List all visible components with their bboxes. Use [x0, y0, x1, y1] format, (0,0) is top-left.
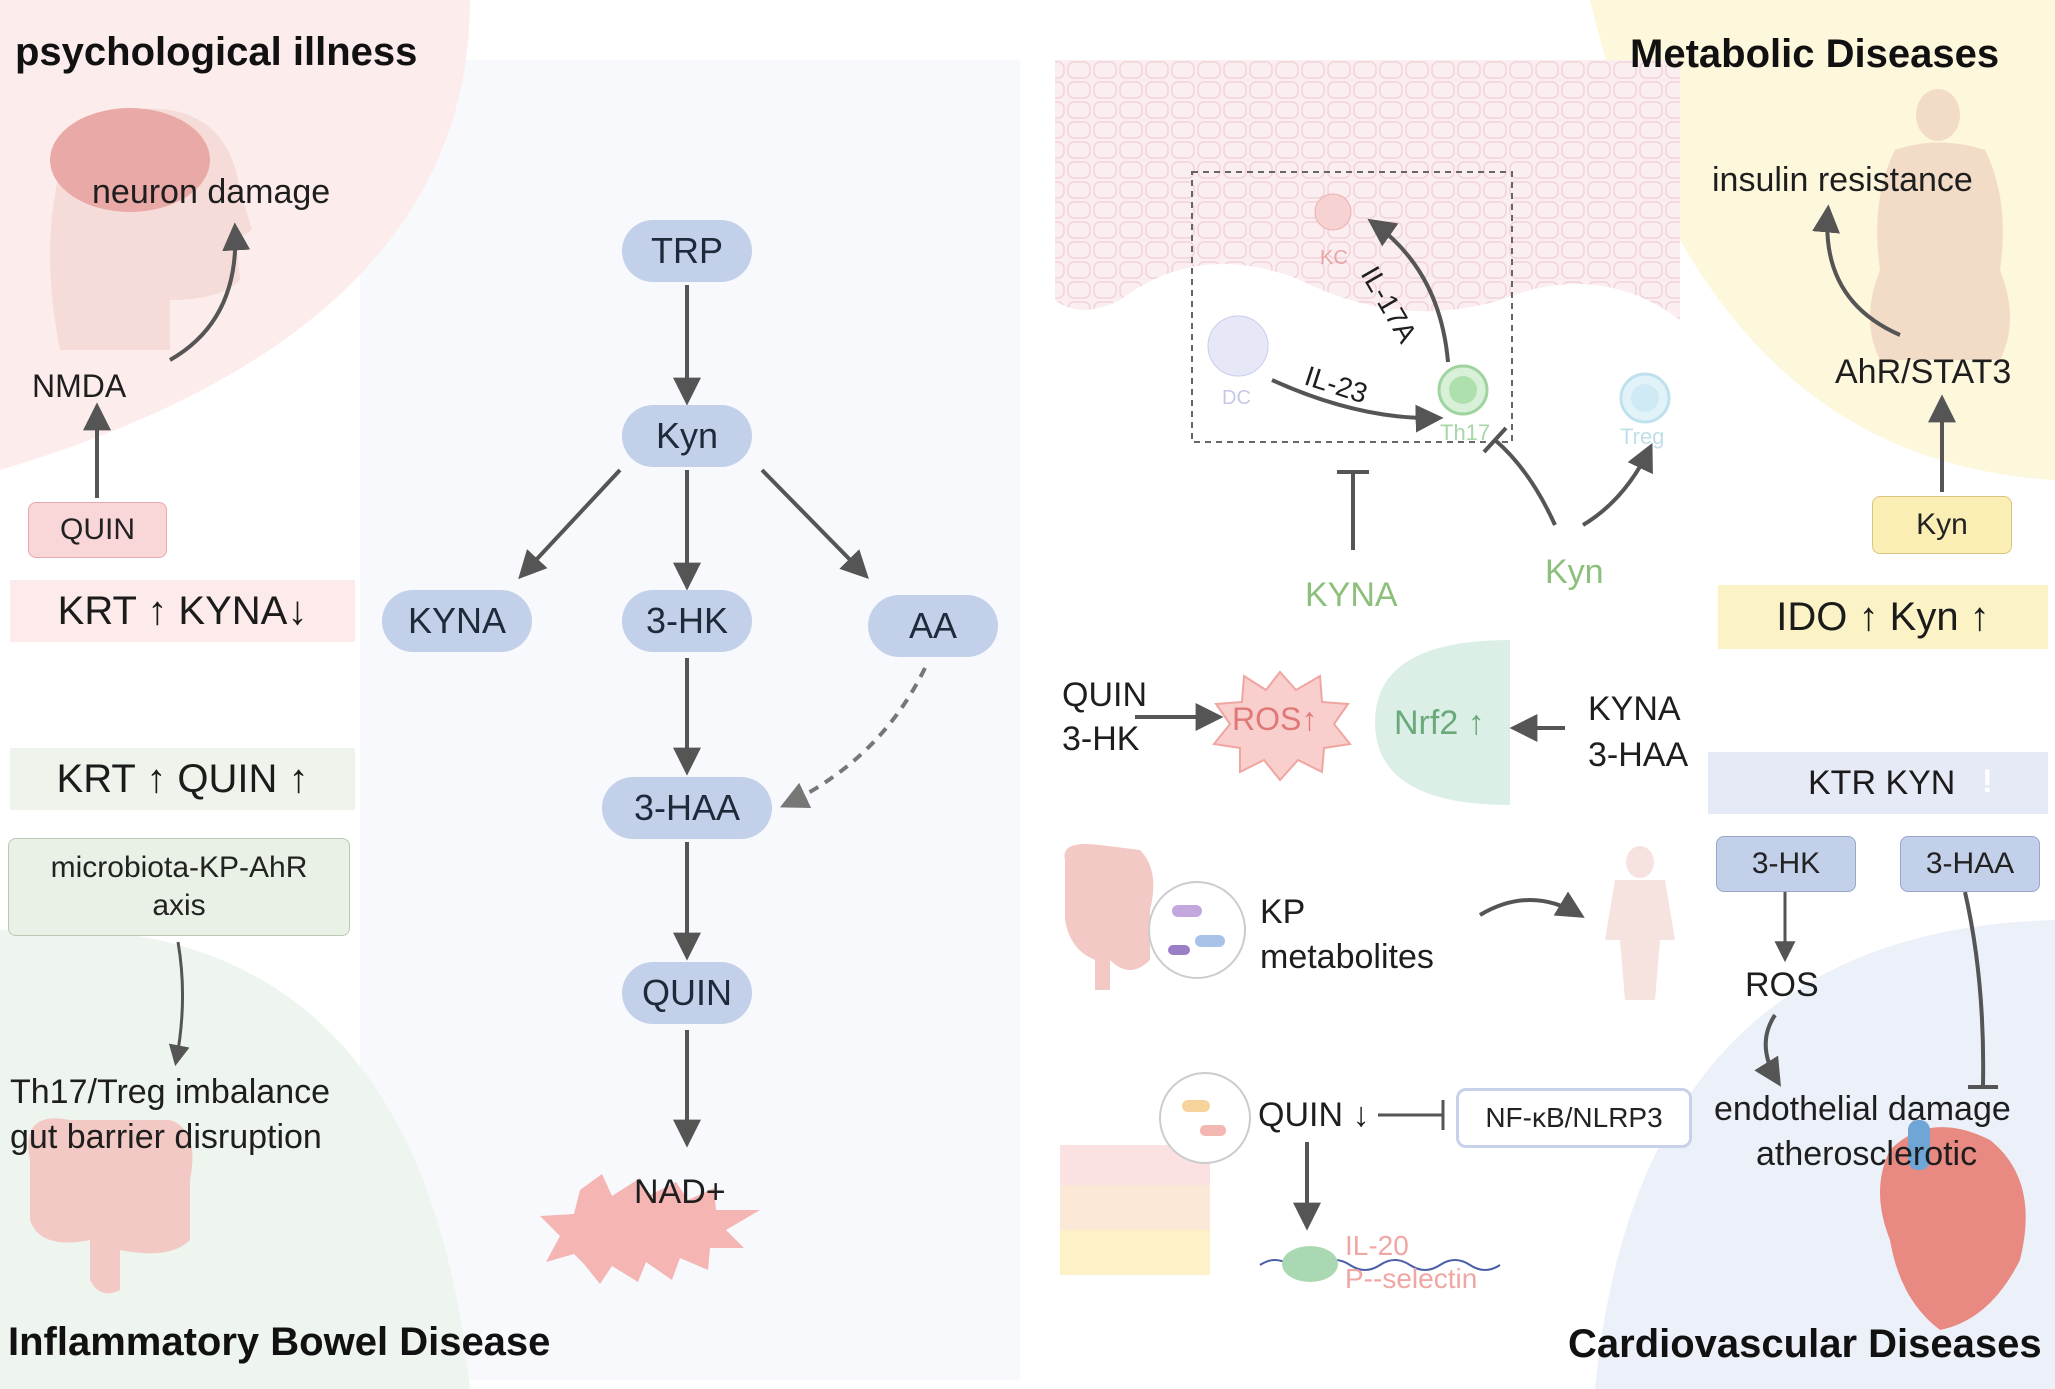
- label-gut-barrier: gut barrier disruption: [10, 1118, 322, 1156]
- title-cardiovascular-diseases: Cardiovascular Diseases: [1568, 1322, 2042, 1366]
- node-quin: QUIN: [622, 962, 752, 1024]
- node-kyn: Kyn: [622, 405, 752, 467]
- label-il20: IL-20: [1345, 1230, 1409, 1261]
- aorta-icon: [1908, 1120, 1930, 1170]
- kyn-to-treg-arrow: [1581, 442, 1653, 527]
- intestine-icon-ibd: [28, 1118, 193, 1294]
- label-kp: KP: [1260, 893, 1306, 931]
- label-endothelial-damage: endothelial damage: [1714, 1090, 2011, 1128]
- box-kyn-metabolic: Kyn: [1872, 496, 2012, 554]
- node-3haa: 3-HAA: [602, 777, 772, 839]
- skin-inset-box: [1191, 171, 1513, 443]
- il23-arrow: [1271, 378, 1444, 433]
- alert-icon: !: [1982, 763, 1993, 799]
- il17a-arrow: [1367, 218, 1450, 363]
- nad-starburst: [540, 1174, 760, 1284]
- box-quin-psych: QUIN: [28, 502, 167, 558]
- stat-krt-kyna: KRT ↑ KYNA↓: [10, 580, 355, 642]
- label-ros-cardio: ROS: [1745, 966, 1819, 1004]
- ros-starburst: [1212, 670, 1352, 782]
- title-psychological-illness: psychological illness: [15, 30, 418, 74]
- 3haa-inhibit-endothelial: [1963, 891, 1986, 1086]
- stat-ktr-kyn: KTR KYN: [1708, 752, 2048, 814]
- human-head-faint: [1626, 846, 1654, 878]
- stat-krt-quin: KRT ↑ QUIN ↑: [10, 748, 355, 810]
- microbes-icon-gut: [1148, 881, 1246, 979]
- intestine-icon-gut: [1064, 844, 1154, 990]
- label-quin-oxid: QUIN: [1062, 676, 1147, 714]
- axis-line-1: microbiota-KP-AhR: [50, 851, 308, 884]
- axis-to-imbalance-arrow: [168, 941, 190, 1067]
- microbes-icon-skin: [1159, 1072, 1251, 1164]
- gut-to-body-arrow: [1478, 891, 1585, 918]
- label-atherosclerotic: atherosclerotic: [1756, 1135, 1978, 1173]
- label-th17: Th17: [1440, 420, 1491, 445]
- label-p-selectin: P--selectin: [1345, 1263, 1478, 1294]
- nmda-to-neuron-arrow: [169, 222, 251, 362]
- label-3hk-oxid: 3-HK: [1062, 720, 1140, 758]
- heart-icon: [1880, 1127, 2026, 1330]
- kyn-inhibit-th17: [1493, 438, 1557, 526]
- node-nad: NAD+: [634, 1173, 726, 1211]
- nrf2-shape: [1375, 640, 1510, 805]
- box-microbiota-axis: microbiota-KP-AhR axis: [8, 838, 350, 936]
- label-kc: KC: [1320, 247, 1348, 269]
- kc-cell: [1314, 193, 1352, 231]
- box-3hk-cardio: 3-HK: [1716, 836, 1856, 892]
- node-trp: TRP: [622, 220, 752, 282]
- label-metabolites: metabolites: [1260, 938, 1434, 976]
- label-3haa-oxid: 3-HAA: [1588, 736, 1689, 774]
- dc-cell: [1207, 315, 1269, 377]
- stat-ido-kyn: IDO ↑ Kyn ↑: [1718, 585, 2048, 649]
- node-aa: AA: [868, 595, 998, 657]
- body-head: [1916, 89, 1960, 141]
- ros-to-endothelial-arrow: [1754, 1013, 1781, 1087]
- brain-icon: [50, 108, 210, 212]
- green-blob: [1282, 1246, 1338, 1282]
- label-ahr-stat3: AhR/STAT3: [1835, 353, 2012, 391]
- label-nrf2: Nrf2 ↑: [1394, 704, 1485, 742]
- label-treg: Treg: [1620, 424, 1665, 449]
- aa-to-3haa-dashed: [779, 667, 927, 809]
- title-metabolic-diseases: Metabolic Diseases: [1630, 32, 2000, 76]
- title-ibd: Inflammatory Bowel Disease: [8, 1320, 551, 1364]
- skin-tissue: [1055, 60, 1680, 320]
- label-dc: DC: [1222, 387, 1251, 409]
- label-insulin-resistance: insulin resistance: [1712, 161, 1973, 199]
- label-kyna-oxid: KYNA: [1588, 690, 1681, 728]
- label-neuron-damage: neuron damage: [92, 173, 331, 211]
- label-nmda: NMDA: [32, 368, 127, 404]
- body-silhouette: [1870, 142, 2010, 360]
- label-th17-treg-imbalance: Th17/Treg imbalance: [10, 1073, 331, 1111]
- pathway-arrows: [518, 285, 869, 1148]
- node-kyna: KYNA: [382, 590, 532, 652]
- label-kyn-skin: Kyn: [1545, 553, 1604, 591]
- label-quin-down: QUIN ↓: [1258, 1096, 1370, 1134]
- axis-line-2: axis: [152, 889, 206, 922]
- label-kyna-skin: KYNA: [1305, 576, 1398, 614]
- label-ros-up: ROS↑: [1232, 701, 1318, 737]
- box-nfkb-nlrp3: NF-κB/NLRP3: [1456, 1088, 1692, 1148]
- ahr-to-insulin-arrow: [1812, 204, 1901, 337]
- box-3haa-cardio: 3-HAA: [1900, 836, 2040, 892]
- node-3hk: 3-HK: [622, 590, 752, 652]
- human-body-faint: [1605, 880, 1675, 1000]
